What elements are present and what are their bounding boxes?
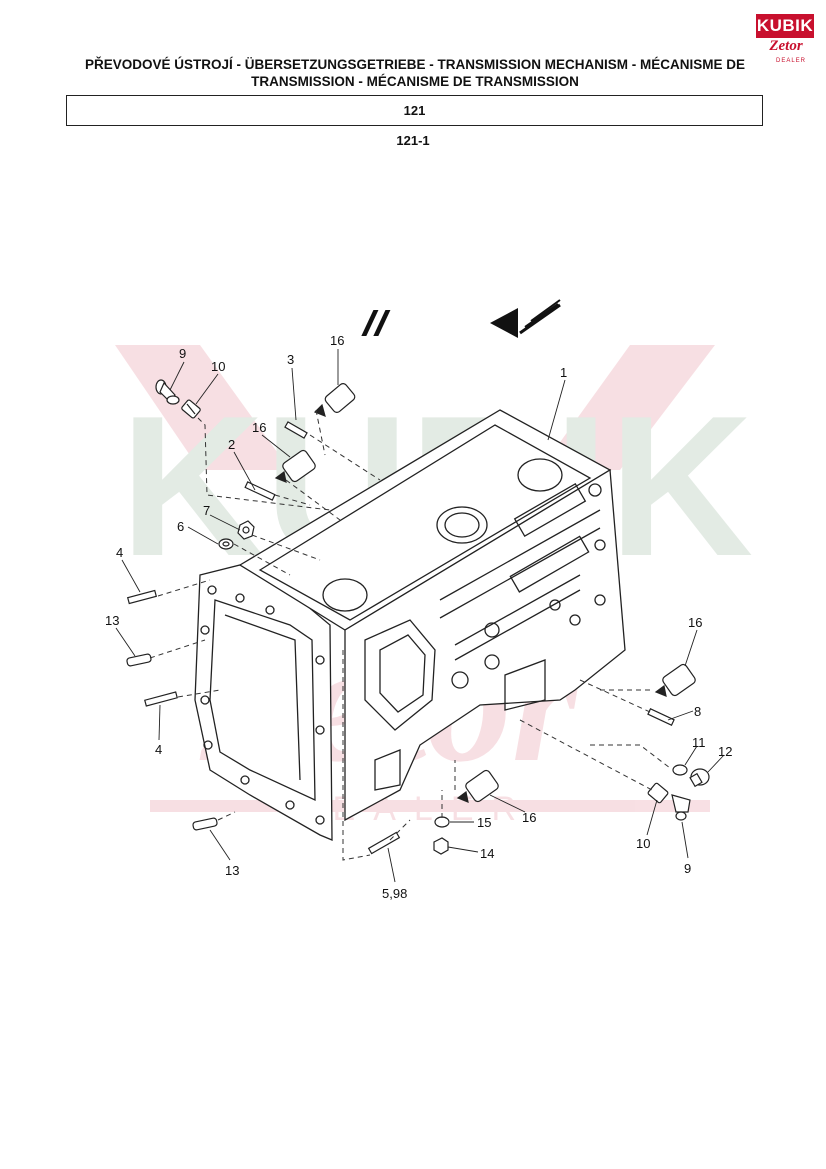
washer-icon (434, 816, 450, 828)
stud-icon (284, 421, 308, 439)
logo-sub: Zetor (769, 38, 803, 54)
callout-16: 16 (688, 615, 702, 630)
callout-3: 3 (287, 352, 294, 367)
logo-tag: DEALER (776, 58, 807, 64)
section-number: 121 (403, 103, 426, 118)
callout-7: 7 (203, 503, 210, 518)
callout-16: 16 (522, 810, 536, 825)
sensor-plug-icon (456, 769, 499, 803)
stud-icon (144, 691, 178, 707)
sensor-plug-icon (654, 663, 696, 697)
adapter-fitting-icon (181, 399, 201, 419)
callout-4: 4 (116, 545, 123, 560)
callout-16: 16 (330, 333, 344, 348)
nut-icon (237, 520, 255, 540)
cap-icon (689, 768, 710, 788)
callout-4: 4 (155, 742, 162, 757)
elbow-fitting-icon (155, 379, 180, 405)
kubik-zetor-logo: KUBIK Zetor DEALER (756, 14, 814, 70)
sensor-plug-icon (313, 383, 356, 418)
stud-icon (367, 831, 401, 855)
callout-13: 13 (105, 613, 119, 628)
direction-arrow-icon (361, 299, 561, 338)
sensor-plug-icon (274, 449, 316, 483)
elbow-fitting-icon (671, 794, 691, 821)
section-number-box: 121 (66, 95, 763, 126)
transmission-housing (194, 409, 626, 841)
callout-9: 9 (179, 346, 186, 361)
callout-16: 16 (252, 420, 266, 435)
callout-5-98: 5,98 (382, 886, 407, 901)
callout-8: 8 (694, 704, 701, 719)
o-ring-icon (672, 764, 688, 776)
assembly-lines (149, 409, 671, 861)
stud-icon (647, 707, 675, 727)
stud-icon (126, 589, 158, 605)
callout-11: 11 (692, 735, 706, 750)
dowel-pin-icon (192, 817, 218, 831)
callout-1: 1 (560, 365, 567, 380)
leader-lines (115, 349, 725, 883)
callout-10: 10 (636, 836, 650, 851)
subsection-number: 121-1 (396, 133, 430, 148)
callout-6: 6 (177, 519, 184, 534)
parts (126, 379, 710, 855)
logo-brand: KUBIK (756, 14, 814, 38)
callout-14: 14 (480, 846, 494, 861)
page-title: PŘEVODOVÉ ÚSTROJÍ - ÜBERSETZUNGSGETRIEBE… (84, 57, 746, 89)
drain-plug-icon (433, 837, 449, 855)
callout-2: 2 (228, 437, 235, 452)
washer-icon (218, 538, 234, 550)
callout-12: 12 (718, 744, 732, 759)
callout-15: 15 (477, 815, 491, 830)
adapter-fitting-icon (647, 782, 669, 804)
callout-10: 10 (211, 359, 225, 374)
callout-labels: 9 10 3 16 1 16 2 7 6 4 13 4 13 16 8 11 1… (105, 333, 732, 901)
callout-13: 13 (225, 863, 239, 878)
dowel-pin-icon (126, 653, 152, 667)
callout-9: 9 (684, 861, 691, 876)
